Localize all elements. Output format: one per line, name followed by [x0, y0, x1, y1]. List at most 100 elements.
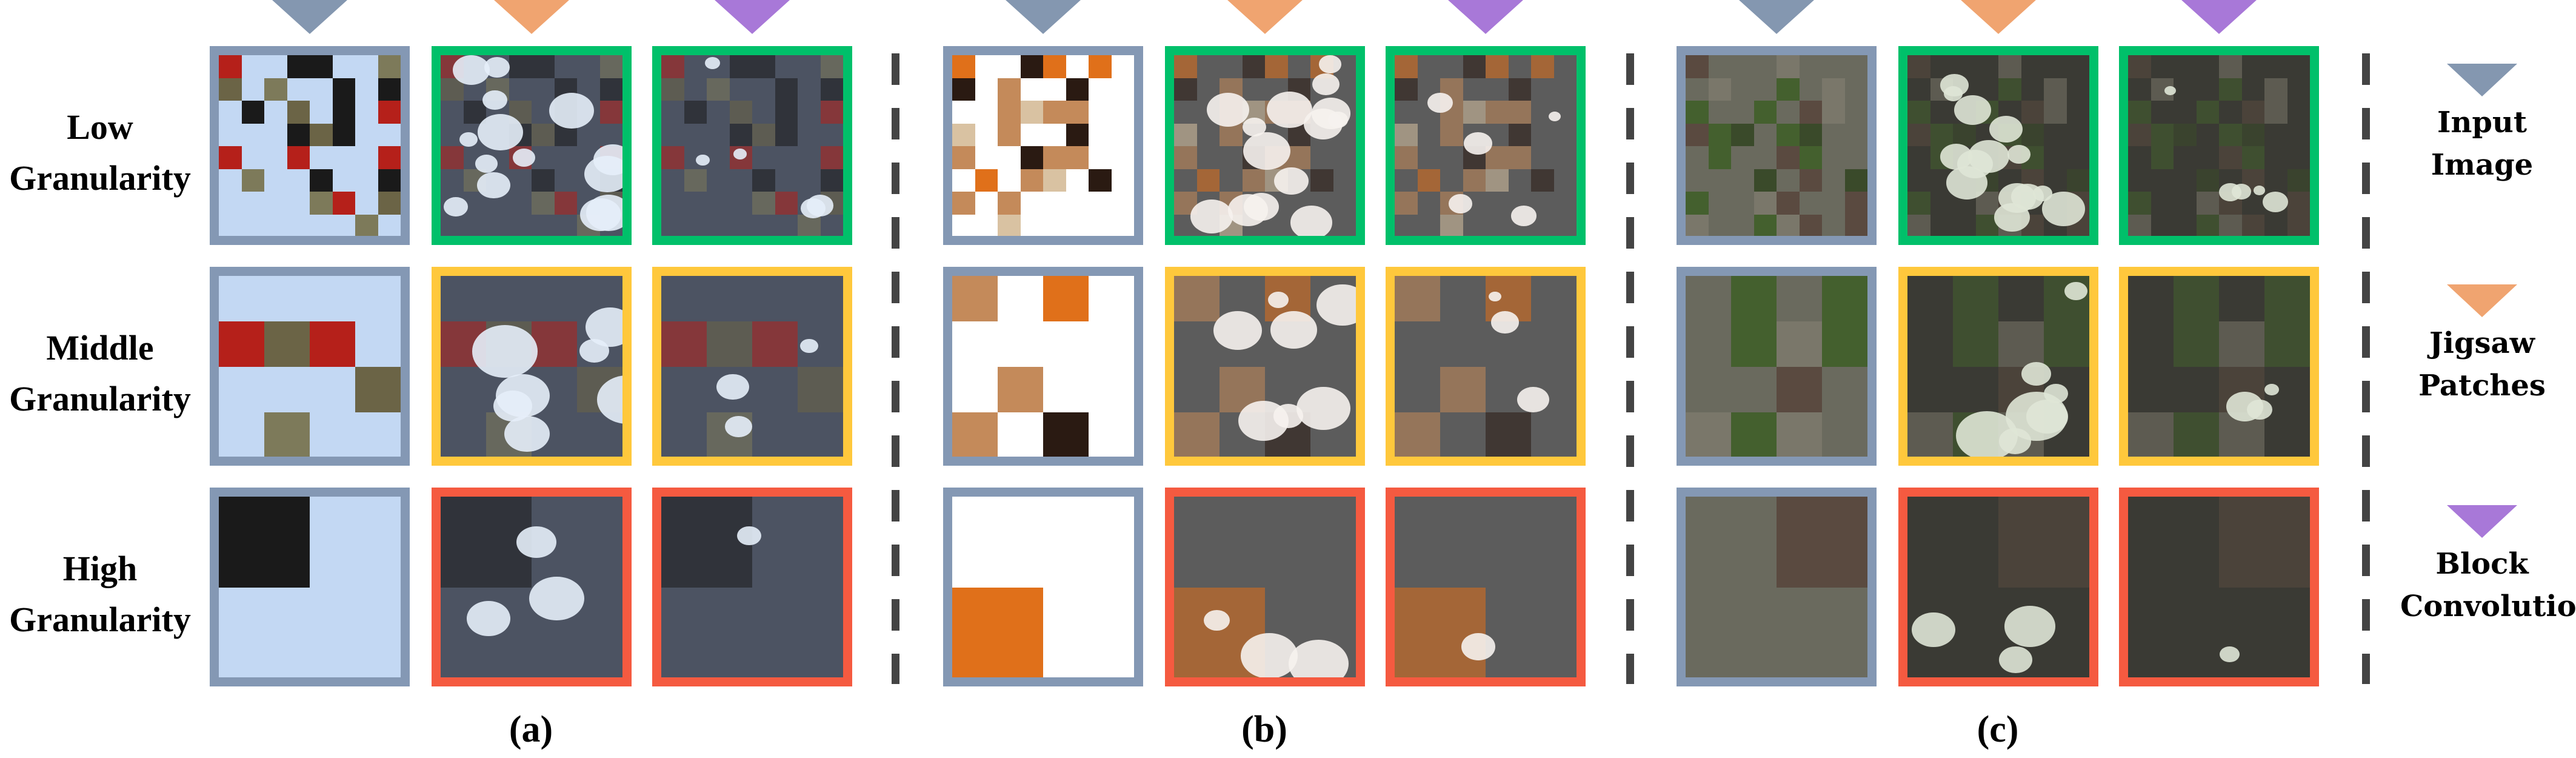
image-patch: [2196, 214, 2219, 236]
image-patch: [1753, 214, 1777, 236]
row-label-line: Granularity: [9, 158, 191, 198]
attention-highlight: [1912, 612, 1955, 647]
attention-highlight: [529, 576, 584, 621]
attention-highlight: [1517, 386, 1550, 413]
jigsaw-patches-heatmap-duck: [1898, 267, 2098, 466]
block-convolution-heatmap-flicker: [1386, 46, 1586, 245]
jigsaw-patches-heatmap-flicker: [1165, 46, 1365, 245]
image-patch: [310, 192, 333, 215]
attention-highlight: [737, 526, 761, 546]
block-convolution-heatmap-flicker: [1386, 267, 1586, 466]
image-patch: [820, 78, 843, 101]
column-marker-jigsaw-icon: [494, 0, 569, 34]
image-patch: [2128, 123, 2151, 146]
image-patch: [2044, 101, 2067, 124]
row-label-low: Low Granularity: [0, 102, 200, 204]
image-patch: [998, 123, 1021, 146]
attention-highlight: [452, 55, 490, 86]
image-patch: [1686, 123, 1709, 146]
image-patch: [1395, 78, 1418, 101]
jigsaw-patches-heatmap-woodpecker: [432, 267, 632, 466]
caption-b: (b): [1241, 709, 1287, 750]
image-patch: [661, 321, 707, 367]
image-patch: [998, 214, 1021, 236]
image-patch: [775, 192, 798, 215]
legend-text: Block: [2435, 547, 2529, 581]
image-patch: [952, 146, 975, 169]
attention-highlight: [1270, 311, 1317, 349]
image-patch: [2044, 276, 2089, 321]
attention-highlight: [1312, 73, 1340, 96]
input-image-duck: [1677, 267, 1877, 466]
image-patch: [684, 101, 707, 124]
image-patch: [599, 55, 622, 78]
image-patch: [775, 78, 798, 101]
image-patch: [2264, 101, 2287, 124]
image-patch: [599, 101, 622, 124]
image-patch: [2219, 78, 2242, 101]
image-patch: [2044, 321, 2089, 367]
image-patch: [1463, 169, 1486, 192]
image-patch: [1953, 321, 1998, 367]
image-patch: [820, 146, 843, 169]
legend-text: Input: [2437, 106, 2527, 139]
image-patch: [554, 192, 577, 215]
block-convolution-heatmap-duck: [2119, 267, 2319, 466]
column-marker-input-icon: [1739, 0, 1814, 34]
image-patch: [2219, 321, 2264, 367]
block-convolution-heatmap-duck: [2119, 488, 2319, 686]
attention-highlight: [1303, 108, 1343, 140]
image-patch: [1395, 276, 1440, 321]
image-patch: [2174, 123, 2197, 146]
image-patch: [1686, 412, 1731, 457]
image-patch: [1463, 55, 1486, 78]
image-patch: [310, 123, 333, 146]
image-patch: [1265, 55, 1288, 78]
image-patch: [952, 78, 975, 101]
image-patch: [1508, 78, 1531, 101]
image-patch: [975, 169, 998, 192]
attention-highlight: [475, 155, 498, 173]
image-patch: [532, 55, 555, 78]
attention-highlight: [1954, 95, 1991, 125]
image-patch: [1440, 123, 1463, 146]
input-image-flicker: [943, 46, 1143, 245]
image-patch: [441, 146, 464, 169]
attention-highlight: [1999, 646, 2032, 673]
image-patch: [1777, 497, 1867, 588]
image-patch: [661, 146, 684, 169]
input-image-duck: [1677, 488, 1877, 686]
attention-highlight: [1244, 192, 1280, 221]
image-patch: [2174, 412, 2219, 457]
image-patch: [2196, 169, 2219, 192]
image-patch: [1242, 169, 1265, 192]
image-patch: [1777, 214, 1800, 236]
image-patch: [1531, 169, 1554, 192]
image-patch: [998, 101, 1021, 124]
caption-c: (c): [1977, 709, 2019, 750]
image-patch: [2128, 412, 2174, 457]
attention-highlight: [696, 155, 710, 166]
attention-highlight: [2219, 183, 2241, 201]
attention-highlight: [1296, 386, 1350, 430]
input-image-flicker: [943, 488, 1143, 686]
input-image-woodpecker: [210, 46, 410, 245]
image-patch: [998, 192, 1021, 215]
image-patch: [1753, 192, 1777, 215]
image-patch: [1531, 55, 1554, 78]
image-patch: [219, 497, 310, 588]
image-patch: [2128, 101, 2151, 124]
image-patch: [355, 367, 401, 412]
image-patch: [707, 321, 752, 367]
image-patch: [1844, 214, 1867, 236]
image-patch: [264, 321, 310, 367]
image-patch: [1486, 169, 1509, 192]
image-patch: [532, 169, 555, 192]
row-label-middle: Middle Granularity: [0, 323, 200, 424]
image-patch: [1822, 321, 1867, 367]
column-marker-jigsaw-icon: [1961, 0, 2036, 34]
image-patch: [332, 123, 355, 146]
image-patch: [378, 146, 401, 169]
column-marker-input-icon: [1006, 0, 1081, 34]
image-patch: [1486, 412, 1531, 457]
